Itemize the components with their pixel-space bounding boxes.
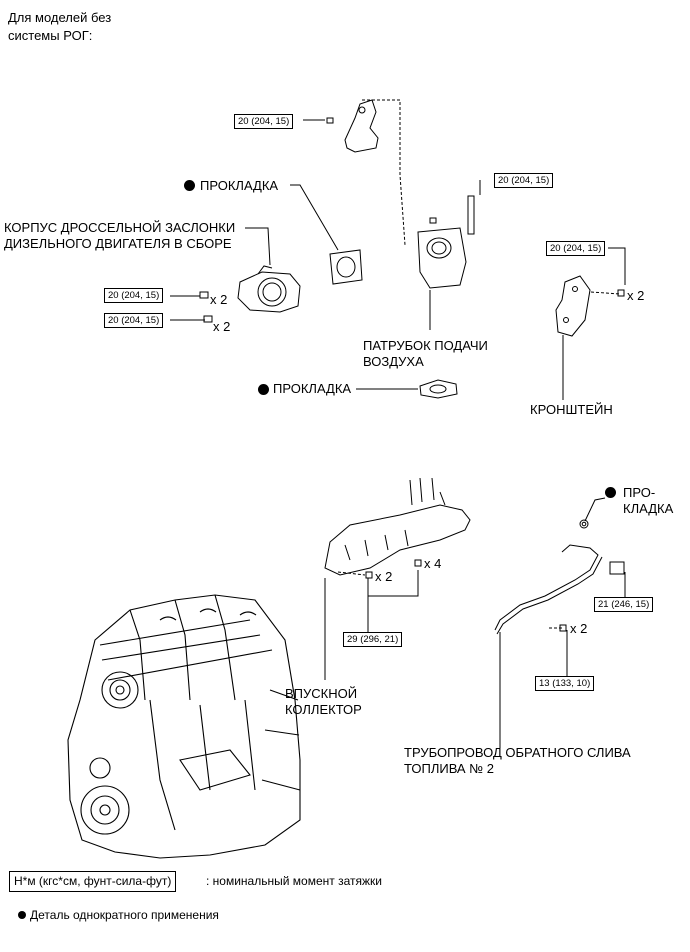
torque-box: 21 (246, 15) [594, 597, 654, 612]
nonreusable-dot [184, 180, 195, 191]
label-bracket: КРОНШТЕЙН [530, 402, 613, 417]
legend-nonreusable-dot [18, 911, 26, 919]
fuel-pipe-part [494, 544, 603, 635]
multiplier: x 2 [570, 621, 588, 636]
side-bracket-part [555, 275, 591, 337]
torque-box: 29 (296, 21) [343, 632, 403, 647]
leader-throttle [245, 227, 271, 266]
multiplier: x 2 [213, 319, 231, 334]
multiplier: x 2 [627, 288, 645, 303]
label-intake-manifold: ВПУСКНОЙ КОЛЛЕКТОР [285, 686, 362, 717]
header-line-1: Для моделей без [8, 10, 112, 25]
leader-t6-dashed [337, 571, 366, 576]
leader-t6 [367, 570, 419, 632]
legend-torque-desc: : номинальный момент затяжки [206, 874, 382, 888]
label-air-inlet: ПАТРУБОК ПОДАЧИ ВОЗДУХА [363, 338, 488, 369]
top-bracket-part [344, 99, 379, 153]
torque-box: 13 (133, 10) [535, 676, 595, 691]
label-gasket-top: ПРОКЛАДКА [200, 178, 279, 193]
engine-block-drawing [67, 594, 301, 859]
torque-box: 20 (204, 15) [234, 114, 294, 129]
leader-bracket-dashed [362, 99, 406, 246]
torque-box: 20 (204, 15) [104, 288, 164, 303]
gasket-top-part [329, 249, 363, 285]
legend-torque-key: Н*м (кгс*см, фунт-сила-фут) [9, 871, 177, 892]
label-gasket-mid: ПРОКЛАДКА [273, 381, 352, 396]
gasket-mid-part [419, 379, 458, 399]
multiplier: x 4 [424, 556, 442, 571]
multiplier: x 2 [210, 292, 228, 307]
intake-manifold-part [324, 504, 471, 576]
multiplier: x 2 [375, 569, 393, 584]
leader-t5-dashed [590, 291, 621, 295]
header-line-2: системы РОГ: [8, 28, 93, 43]
label-fuel-pipe: ТРУБОПРОВОД ОБРАТНОГО СЛИВА ТОПЛИВА № 2 [404, 745, 631, 776]
torque-box: 20 (204, 15) [494, 173, 554, 188]
throttle-body-part [237, 271, 301, 313]
legend-nonreusable: Деталь однократного применения [30, 908, 219, 922]
nonreusable-dot [258, 384, 269, 395]
gasket-right-part [579, 519, 589, 529]
leader-gasket-top [290, 184, 339, 251]
leader-t5 [608, 247, 626, 285]
air-inlet-part [417, 227, 467, 289]
label-throttle-body: КОРПУС ДРОССЕЛЬНОЙ ЗАСЛОНКИ ДИЗЕЛЬНОГО Д… [4, 220, 236, 251]
torque-box: 20 (204, 15) [104, 313, 164, 328]
leader-gasket-right [584, 497, 606, 522]
nonreusable-dot [605, 487, 616, 498]
torque-box: 20 (204, 15) [546, 241, 606, 256]
label-gasket-right: ПРО- КЛАДКА [623, 485, 674, 516]
